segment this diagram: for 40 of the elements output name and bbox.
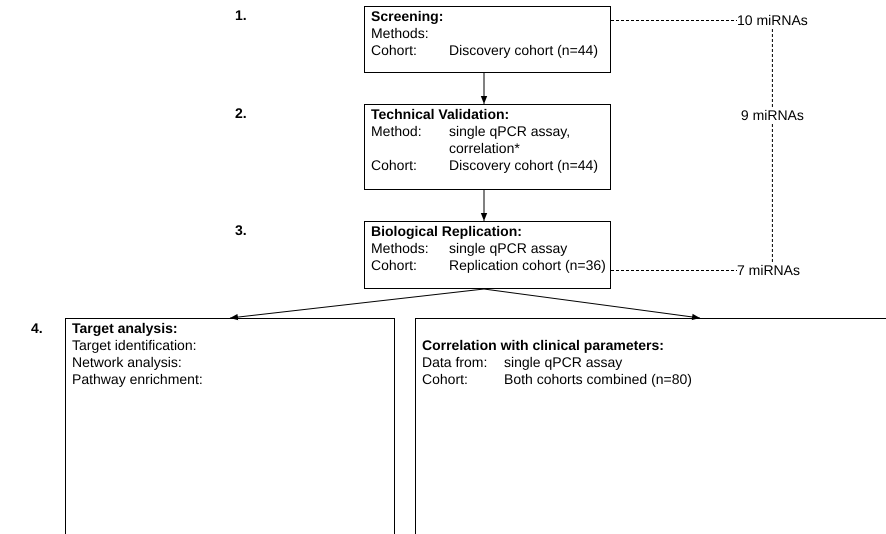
arrow [484,288,700,320]
step-number: 1. [235,7,247,24]
field-label: Cohort: [371,257,417,274]
dashed-line [610,270,738,271]
count-label: 7 miRNAs [737,262,800,279]
step-number: 4. [31,320,43,337]
field-label: Data from: [422,354,488,371]
analysis-box [415,318,886,534]
field-value: Discovery cohort (n=44) [449,42,598,59]
field-label: Cohort: [371,42,417,59]
box-heading: Screening: [371,8,444,25]
field-label: Pathway enrichment: [72,371,203,388]
count-label: 10 miRNAs [737,12,808,29]
arrow [480,72,488,104]
step-number: 3. [235,222,247,239]
process-box [364,221,611,289]
arrow [230,288,484,320]
field-label: Methods: [371,25,429,42]
field-value: Both cohorts combined (n=80) [504,371,692,388]
field-value: single qPCR assay, correlation* [449,123,572,157]
box-heading: Target analysis: [72,320,178,337]
field-value: Discovery cohort (n=44) [449,157,598,174]
process-box [364,104,611,190]
arrow [480,190,488,222]
field-value: single qPCR assay [504,354,622,371]
field-label: Cohort: [371,157,417,174]
box-heading: Correlation with clinical parameters: [422,337,664,354]
field-label: Methods: [371,240,429,257]
field-value: single qPCR assay [449,240,568,257]
box-heading: Biological Replication: [371,223,522,240]
field-value: Replication cohort (n=36) [449,257,606,274]
dashed-line [610,20,738,21]
dashed-line [772,28,773,262]
field-label: Target identification: [72,337,197,354]
step-number: 2. [235,105,247,122]
field-label: Network analysis: [72,354,182,371]
field-label: Cohort: [422,371,468,388]
field-label: Method: [371,123,422,140]
box-heading: Technical Validation: [371,106,510,123]
process-box [364,6,611,73]
